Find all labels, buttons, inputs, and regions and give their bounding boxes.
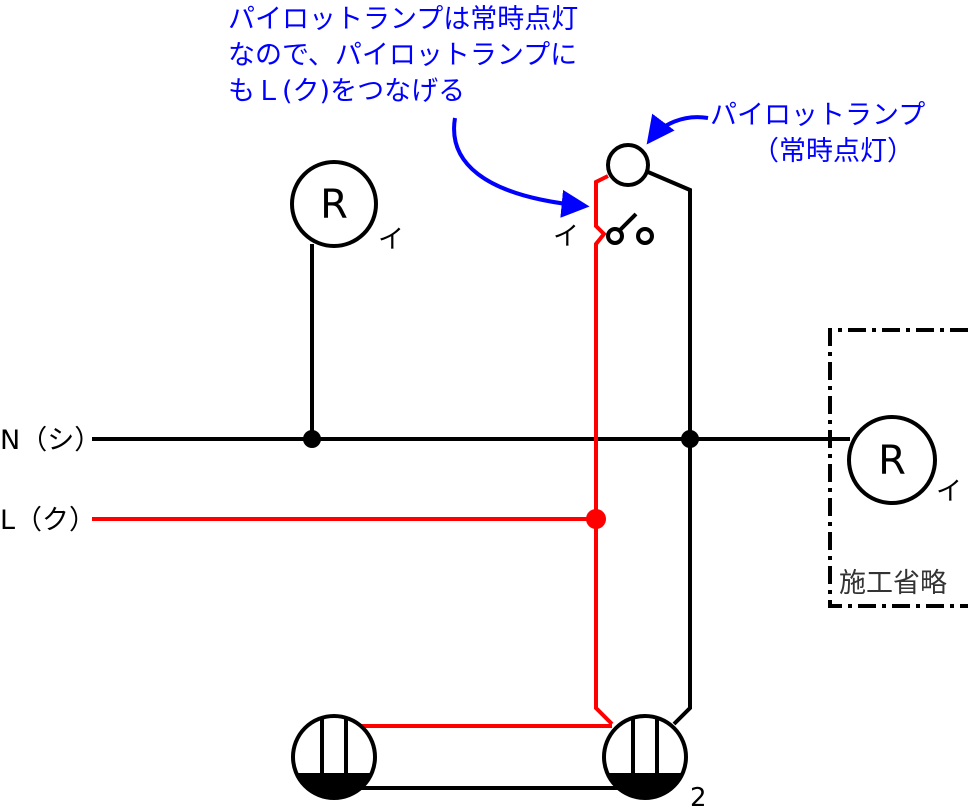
note-line-3: もＬ(ク)をつなげる	[228, 76, 465, 107]
live-wires	[92, 174, 614, 728]
lamp-symbol-left: R	[320, 182, 348, 228]
junction-neutral-right	[681, 430, 699, 448]
pilot-lamp-label-line-1: パイロットランプ	[710, 100, 925, 131]
lamp-fixture-right: R	[847, 415, 937, 505]
omitted-work-label: 施工省略	[839, 568, 947, 599]
switch-symbol	[606, 212, 654, 245]
pilot-lamp	[606, 143, 650, 187]
live-line-label: L（ク）	[0, 505, 96, 536]
neutral-wires	[92, 170, 850, 790]
neutral-vertical-right	[647, 170, 692, 726]
neutral-line-label: N（シ）	[0, 425, 101, 456]
omitted-work-box	[828, 328, 968, 608]
outlet-count-label: 2	[690, 783, 707, 810]
outlet-left	[291, 714, 377, 800]
lamp-symbol-right: R	[878, 438, 906, 484]
pilot-lamp-label-line-2: （常時点灯）	[752, 136, 914, 167]
junction-neutral-left	[303, 430, 321, 448]
note-line-1: パイロットランプは常時点灯	[228, 4, 578, 35]
outlet-right	[602, 714, 688, 800]
circuit-label-switch: イ	[553, 222, 579, 252]
pilot-lamp-arrow	[646, 113, 709, 145]
circuit-label-right-lamp: イ	[936, 477, 962, 507]
lamp-fixture-left: R	[290, 160, 378, 248]
note-arrow	[452, 117, 590, 218]
junction-live	[586, 509, 606, 529]
live-vertical	[594, 174, 614, 726]
circuit-label-left-lamp: イ	[378, 225, 404, 255]
note-line-2: なので、パイロットランプに	[228, 40, 577, 71]
